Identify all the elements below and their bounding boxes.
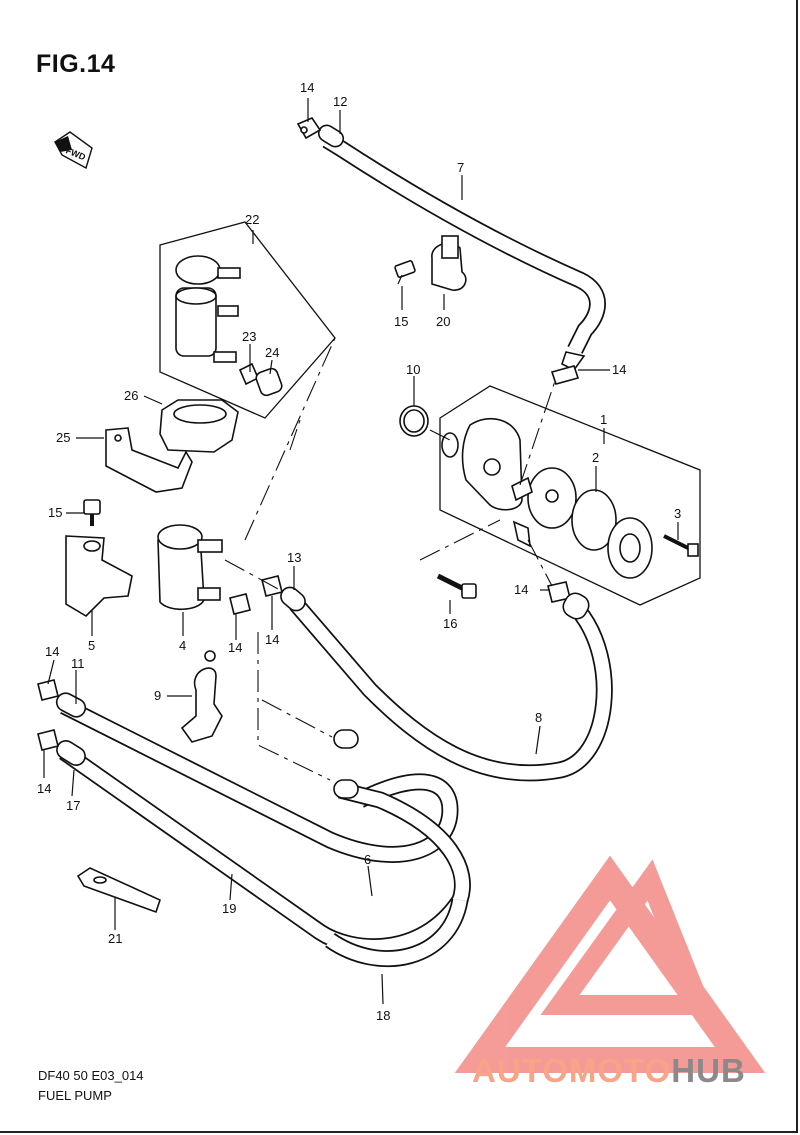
footer-caption: FUEL PUMP [38, 1088, 112, 1103]
filter-4 [157, 524, 223, 611]
clip-9 [180, 650, 223, 743]
callout-26: 26 [124, 388, 138, 403]
callout-6: 6 [364, 852, 371, 867]
callout-21: 21 [108, 931, 122, 946]
callout-7: 7 [457, 160, 464, 175]
callout-14-left-upper: 14 [45, 644, 59, 659]
bolt-16 [436, 573, 477, 599]
hose-6 [60, 698, 459, 863]
callout-3: 3 [674, 506, 681, 521]
hose-13-end [280, 586, 306, 612]
callout-15-top: 15 [394, 314, 408, 329]
callout-4: 4 [179, 638, 186, 653]
clamp-14-pump-top [550, 365, 580, 385]
bolt-15-top [394, 260, 416, 285]
kit-box-22 [159, 221, 336, 419]
bolt-15-left [83, 499, 101, 526]
bracket-20 [431, 235, 467, 291]
watermark-part1: AUTOMOTO [472, 1052, 672, 1089]
callout-19: 19 [222, 901, 236, 916]
bracket-26 [159, 399, 239, 453]
callout-17: 17 [66, 798, 80, 813]
clamp-14-left-lower [37, 729, 59, 751]
figure-title: FIG.14 [36, 50, 116, 78]
callout-12: 12 [333, 94, 347, 109]
bracket-25 [105, 427, 193, 493]
callout-15-left: 15 [48, 505, 62, 520]
callout-11: 11 [71, 656, 85, 671]
hose-18 [325, 898, 469, 968]
hose-ends [55, 692, 359, 799]
callout-18: 18 [376, 1008, 390, 1023]
callout-16: 16 [443, 616, 457, 631]
o-ring-10 [399, 405, 429, 437]
callout-23: 23 [242, 329, 256, 344]
clamp-14-filter-a [229, 593, 251, 615]
callout-2: 2 [592, 450, 599, 465]
callout-14-pump: 14 [612, 362, 626, 377]
callout-13: 13 [287, 550, 301, 565]
strap-21 [76, 867, 161, 914]
leader-lines [43, 98, 679, 1005]
callout-10: 10 [406, 362, 420, 377]
callout-9: 9 [154, 688, 161, 703]
hose-8 [289, 592, 613, 782]
callout-22: 22 [245, 212, 259, 227]
fuel-pump-box-1 [439, 385, 701, 606]
clamp-14-top [296, 117, 322, 140]
bracket-5 [65, 535, 133, 618]
callout-14-filter-b: 14 [265, 632, 279, 647]
watermark-part2: HUB [671, 1052, 746, 1089]
callout-25: 25 [56, 430, 70, 445]
callout-5: 5 [88, 638, 95, 653]
callout-1: 1 [600, 412, 607, 427]
callout-20: 20 [436, 314, 450, 329]
screw-3 [663, 534, 699, 557]
callout-14-top: 14 [300, 80, 314, 95]
callout-8: 8 [535, 710, 542, 725]
callout-14-pump-bottom: 14 [514, 582, 528, 597]
fwd-arrow-icon: FWD [54, 131, 93, 170]
watermark-logo [454, 855, 766, 1073]
watermark-text: AUTOMOTOHUB [472, 1052, 746, 1090]
callout-24: 24 [265, 345, 279, 360]
callout-labels: 14 12 7 22 15 20 23 24 10 14 1 26 25 2 3… [37, 80, 681, 1023]
hose-7-assembly [317, 124, 606, 372]
footer-code: DF40 50 E03_014 [38, 1068, 144, 1083]
callout-14-left-lower: 14 [37, 781, 51, 796]
assembly-lines [224, 337, 557, 781]
callout-14-filter-a: 14 [228, 640, 242, 655]
